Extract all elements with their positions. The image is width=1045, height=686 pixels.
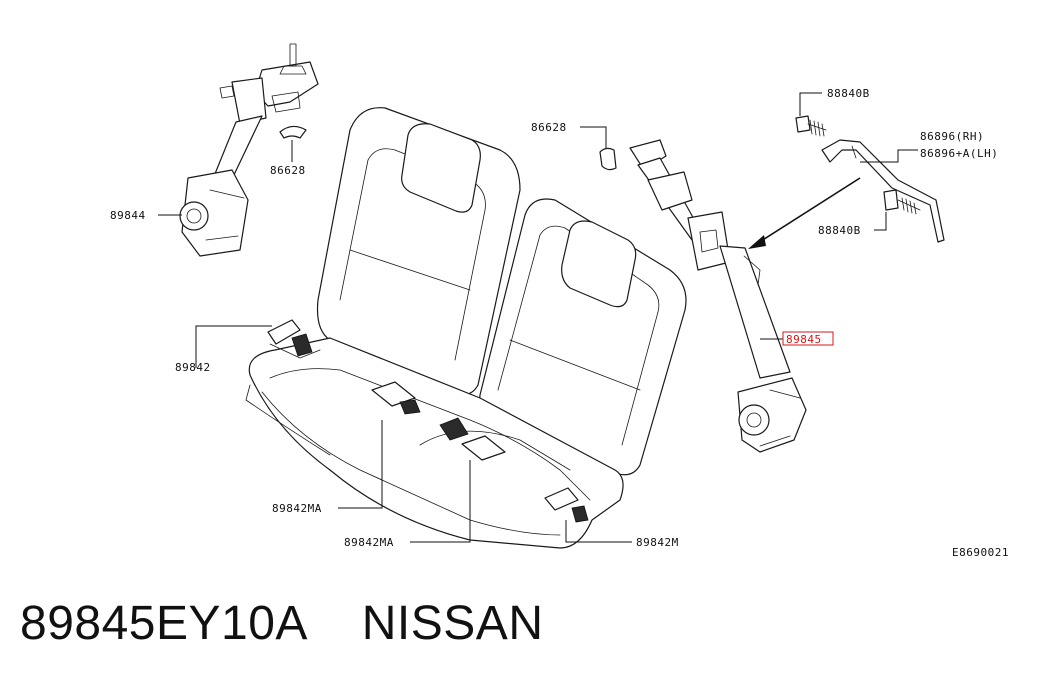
buckle-89842m (544, 487, 589, 523)
callout-86628-left: 86628 (270, 164, 306, 177)
clip-86628-right (599, 147, 617, 171)
callout-86628-right: 86628 (531, 121, 567, 134)
bracket-86896 (821, 139, 945, 243)
part-caption: 89845EY10A NISSAN (20, 596, 543, 651)
buckle-89842ma-b (439, 417, 506, 461)
part-number: 89845EY10A (20, 597, 308, 650)
leader-lines (158, 92, 918, 543)
bolt-88840b-top (795, 115, 827, 137)
callout-89844: 89844 (110, 209, 146, 222)
retractor-89845 (629, 139, 807, 453)
callout-86896-lh: 86896+A(LH) (920, 147, 998, 160)
seat-belt-parts-diagram: 88840B 86628 86896(RH) 86896+A(LH) 86628… (110, 43, 1009, 559)
buckle-89842ma-a (371, 381, 421, 415)
callout-89842: 89842 (175, 361, 211, 374)
seat-back-right (479, 198, 687, 476)
retractor-89844 (179, 43, 319, 257)
pointer-arrow (748, 177, 861, 249)
callout-88840b-bottom: 88840B (818, 224, 861, 237)
brand-name: NISSAN (361, 597, 544, 650)
figure-code: E8690021 (952, 546, 1009, 559)
seat-cushion (245, 337, 624, 549)
bolt-88840b-bottom (883, 189, 921, 215)
callout-89845-highlight: 89845 (782, 331, 834, 346)
callout-89845: 89845 (786, 333, 822, 346)
seat-back-left (316, 107, 521, 396)
callout-89842m: 89842M (636, 536, 679, 549)
buckle-89842 (267, 319, 321, 359)
callout-88840b-top: 88840B (827, 87, 870, 100)
callout-89842ma-a: 89842MA (272, 502, 322, 515)
callout-89842ma-b: 89842MA (344, 536, 394, 549)
clip-86628-left (279, 125, 307, 139)
callout-86896-rh: 86896(RH) (920, 130, 984, 143)
